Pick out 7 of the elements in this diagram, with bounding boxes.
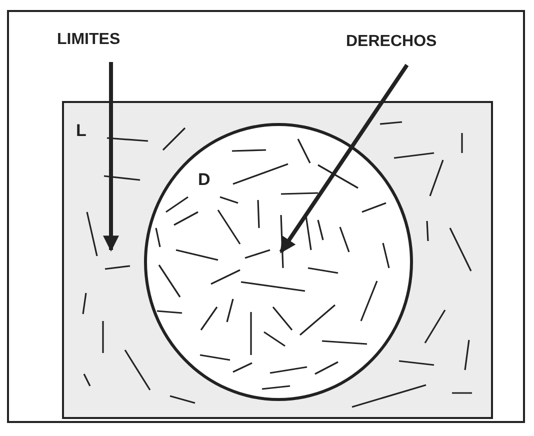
callout-label: LIMITES [57, 31, 120, 49]
leader-arrow [103, 62, 119, 252]
region-letter: L [76, 121, 86, 141]
region-letter: D [198, 170, 210, 190]
leader-arrow [279, 64, 409, 254]
rectangle-region [62, 101, 493, 419]
callout-label: DERECHOS [346, 33, 437, 51]
